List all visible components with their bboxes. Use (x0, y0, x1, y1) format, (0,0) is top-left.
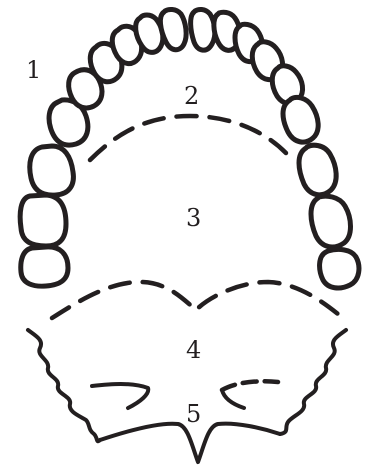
tooth (21, 247, 68, 286)
hard-palate-boundary (90, 116, 294, 162)
uvula-outline (100, 424, 280, 462)
label-teeth: 1 (26, 56, 41, 84)
right-pharyngeal-wall (280, 330, 346, 434)
tooth (20, 195, 66, 246)
left-pharyngeal-wall (28, 330, 100, 441)
tooth (299, 145, 336, 195)
label-hard-palate: 3 (186, 204, 201, 232)
label-soft-palate: 4 (186, 336, 201, 364)
tooth (30, 146, 74, 195)
tooth (311, 196, 351, 247)
tooth (320, 249, 359, 288)
right-palatine-arch-end (222, 390, 244, 408)
tooth (160, 9, 186, 49)
left-palatine-arch (92, 384, 148, 408)
tooth (283, 97, 318, 142)
label-uvula: 5 (186, 400, 201, 428)
right-tooth-row (191, 9, 359, 288)
right-palatine-arch (222, 381, 278, 390)
tooth (191, 9, 215, 50)
label-hard-palate-front: 2 (184, 82, 199, 110)
soft-palate-boundary (52, 282, 338, 318)
